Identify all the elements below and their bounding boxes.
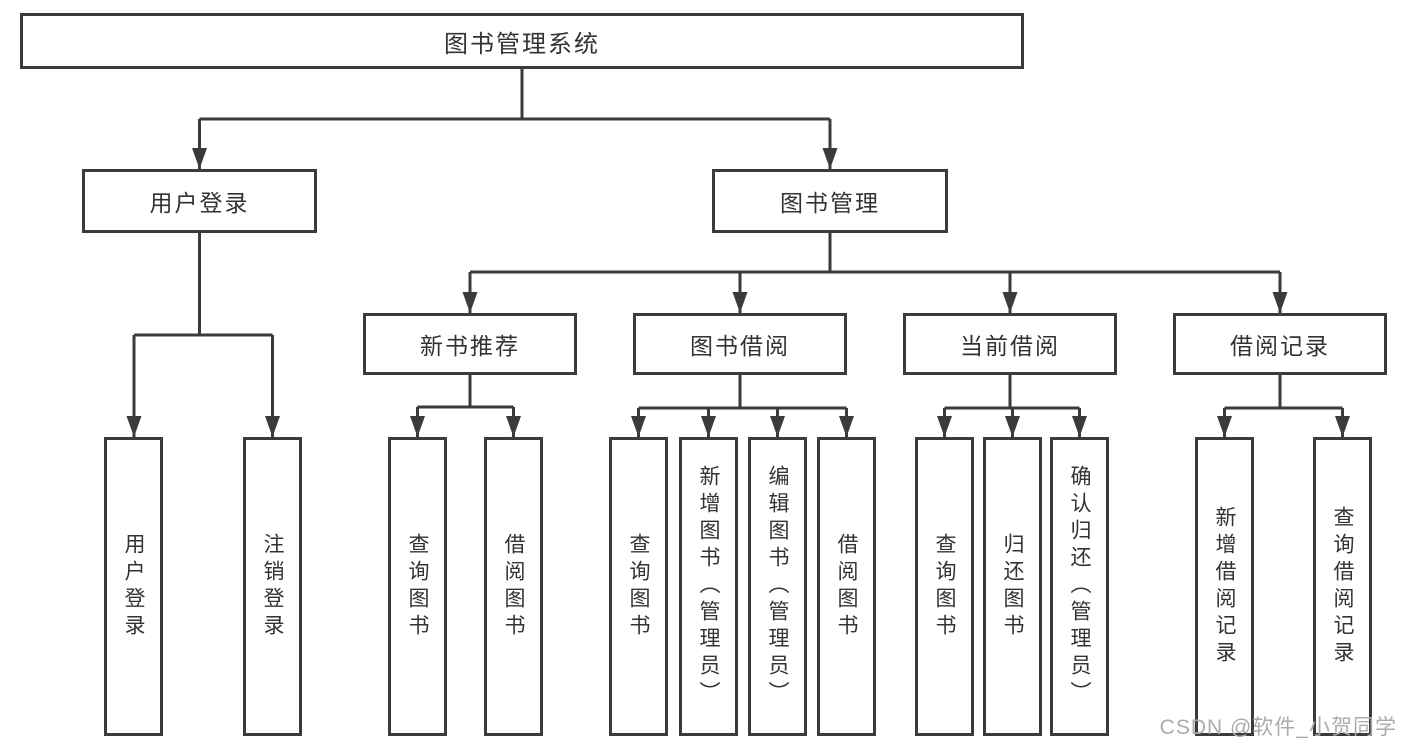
leaf-query-borrow-record: 查询借阅记录 <box>1313 437 1372 736</box>
node-current-borrow: 当前借阅 <box>903 313 1117 375</box>
node-new-book-recommend-label: 新书推荐 <box>420 333 520 359</box>
leaf-query-books-recommend: 查询图书 <box>388 437 447 736</box>
node-book-borrow: 图书借阅 <box>633 313 847 375</box>
leaf-add-book-admin-label: 新增图书（管理员） <box>697 465 720 708</box>
node-root-label: 图书管理系统 <box>444 30 600 58</box>
leaf-query-books-borrow: 查询图书 <box>609 437 668 736</box>
connector-paths <box>132 69 1344 437</box>
leaf-edit-book-admin-label: 编辑图书（管理员） <box>766 465 789 708</box>
node-current-borrow-label: 当前借阅 <box>960 333 1060 359</box>
node-book-management-label: 图书管理 <box>780 190 880 216</box>
node-borrow-records: 借阅记录 <box>1173 313 1387 375</box>
leaf-return-book: 归还图书 <box>983 437 1042 736</box>
leaf-add-book-admin: 新增图书（管理员） <box>679 437 738 736</box>
leaf-edit-book-admin: 编辑图书（管理员） <box>748 437 807 736</box>
watermark: CSDN @软件_小贺同学 <box>1159 716 1397 739</box>
node-user-login-label: 用户登录 <box>149 190 250 216</box>
arrow-heads <box>126 148 1350 437</box>
node-book-borrow-label: 图书借阅 <box>690 333 790 359</box>
leaf-user-login-label: 用户登录 <box>122 532 145 641</box>
leaf-logout-label: 注销登录 <box>261 532 284 641</box>
node-root: 图书管理系统 <box>20 13 1024 69</box>
leaf-add-borrow-record: 新增借阅记录 <box>1195 437 1254 736</box>
node-new-book-recommend: 新书推荐 <box>363 313 577 375</box>
leaf-borrow-books-recommend-label: 借阅图书 <box>502 532 525 641</box>
leaf-borrow-books-recommend: 借阅图书 <box>484 437 543 736</box>
leaf-confirm-return-admin-label: 确认归还（管理员） <box>1068 465 1091 708</box>
leaf-return-book-label: 归还图书 <box>1001 532 1024 641</box>
leaf-query-books-current: 查询图书 <box>915 437 974 736</box>
leaf-query-books-recommend-label: 查询图书 <box>406 532 429 641</box>
node-book-management: 图书管理 <box>712 169 948 233</box>
node-user-login: 用户登录 <box>82 169 317 233</box>
leaf-user-login: 用户登录 <box>104 437 163 736</box>
leaf-query-books-current-label: 查询图书 <box>933 532 956 641</box>
leaf-add-borrow-record-label: 新增借阅记录 <box>1213 505 1236 668</box>
leaf-confirm-return-admin: 确认归还（管理员） <box>1050 437 1109 736</box>
leaf-borrow-books-borrow: 借阅图书 <box>817 437 876 736</box>
leaf-query-books-borrow-label: 查询图书 <box>627 532 650 641</box>
leaf-logout: 注销登录 <box>243 437 302 736</box>
leaf-query-borrow-record-label: 查询借阅记录 <box>1331 505 1354 668</box>
leaf-borrow-books-borrow-label: 借阅图书 <box>835 532 858 641</box>
node-borrow-records-label: 借阅记录 <box>1230 333 1330 359</box>
